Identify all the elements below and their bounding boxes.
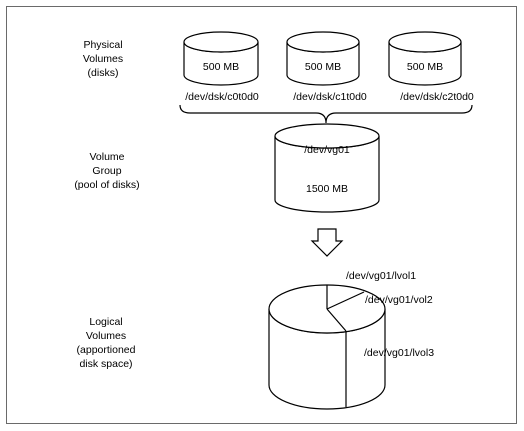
physical-disk-cylinder: 500 MB [388, 31, 462, 86]
physical-disk-cylinder: 500 MB [183, 31, 259, 86]
physical-volumes-label-line: Physical [83, 39, 122, 51]
slice-divider [326, 308, 347, 332]
disk-device-label: /dev/dsk/c1t0d0 [293, 91, 367, 103]
volume-group-cylinder: /dev/vg01 1500 MB [274, 123, 380, 213]
volume-group-label: Volume Group (pool of disks) [74, 151, 139, 191]
logical-volumes-label-line: (apportioned [77, 344, 136, 356]
volume-group-size: 1500 MB [306, 183, 348, 195]
logical-volumes-label-line: Volumes [86, 330, 126, 342]
logical-volume-label: /dev/vg01/vol2 [365, 294, 433, 306]
logical-volume-label: /dev/vg01/lvol1 [346, 270, 416, 282]
physical-disk-cylinder: 500 MB [286, 31, 360, 86]
disk-size-label: 500 MB [305, 61, 341, 73]
volume-group-label-line: (pool of disks) [74, 179, 139, 191]
physical-volumes-label-line: (disks) [88, 67, 119, 79]
slice-divider [326, 291, 365, 310]
diagram-frame [6, 6, 517, 424]
volume-group-label-line: Group [92, 165, 121, 177]
disk-device-label: /dev/dsk/c0t0d0 [185, 91, 259, 103]
disk-size-label: 500 MB [407, 61, 443, 73]
physical-volumes-label-line: Volumes [83, 53, 123, 65]
logical-volumes-label-line: Logical [89, 316, 122, 328]
physical-volumes-label: Physical Volumes (disks) [83, 39, 123, 79]
logical-volumes-label: Logical Volumes (apportioned disk space) [77, 316, 136, 370]
grouping-brace [179, 104, 473, 124]
volume-group-name: /dev/vg01 [304, 144, 350, 156]
logical-volumes-cylinder [268, 284, 386, 410]
logical-volume-label: /dev/vg01/lvol3 [364, 347, 434, 359]
disk-size-label: 500 MB [203, 61, 239, 73]
volume-group-label-line: Volume [89, 151, 124, 163]
logical-volumes-label-line: disk space) [79, 358, 132, 370]
down-arrow-icon [310, 228, 344, 257]
disk-device-label: /dev/dsk/c2t0d0 [400, 91, 474, 103]
